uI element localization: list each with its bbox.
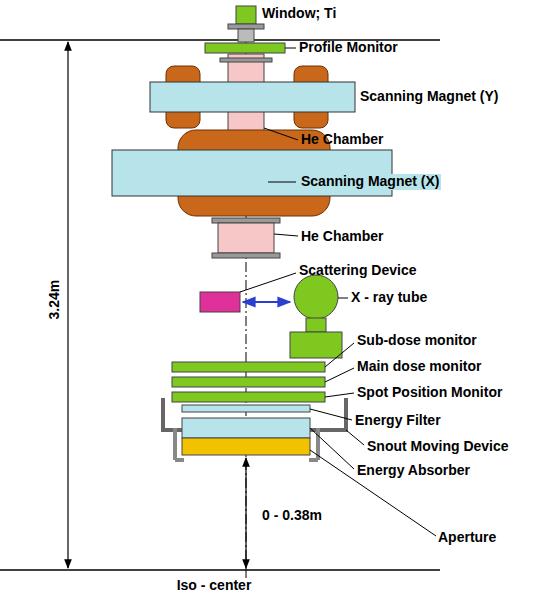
dimension-arrow [245,458,246,568]
leader-line [310,428,354,469]
flange [220,58,272,62]
leader-line [264,128,298,140]
x-ray-tube [294,275,338,319]
magnet-yoke [150,82,355,112]
leader-line [274,234,298,236]
spot-position-monitor [172,392,325,402]
leader-line [325,343,354,367]
leader-line [240,273,296,292]
leader-line [338,298,348,299]
leader-line [325,368,354,382]
part-label: Spot Position Monitor [357,385,502,400]
leader-line [346,430,364,445]
motion-arrow [243,301,290,303]
part-label: Energy Filter [355,413,441,428]
part-label: X - ray tube [351,290,427,305]
flange [212,253,280,258]
x-ray-tube-neck [306,318,326,332]
part-label: Snout Moving Device [367,439,509,454]
part-label: Energy Absorber [357,463,470,478]
part-label: He Chamber [301,229,383,244]
x-ray-tube-base [290,332,342,358]
reference-line [0,569,440,571]
leader-line [310,409,352,420]
leader-line [285,48,296,49]
flange [228,24,264,29]
sub-dose-monitor [172,362,325,372]
part-label: Scattering Device [299,263,417,278]
part-label: Main dose monitor [357,359,481,374]
dimension-arrow [67,42,68,568]
part-label: Sub-dose monitor [357,333,477,348]
part-label: He Chamber [301,132,383,147]
window [236,6,256,24]
dimension-label: 0 - 0.38m [260,508,324,523]
part-label: Scanning Magnet (Y) [360,89,498,104]
leader-line [325,393,354,397]
profile-monitor [205,43,285,53]
part-label: Scanning Magnet (X) [299,174,441,189]
part-label: Window; Ti [262,6,336,21]
energy-absorber [182,418,310,438]
dimension-label: 3.24m [47,277,62,323]
leader-line [268,182,296,183]
aperture [182,438,310,455]
part-label: Aperture [438,530,496,545]
main-dose-monitor [172,377,325,387]
scattering-device [200,292,240,312]
axis-label: Iso - center [177,578,252,593]
part-label: Profile Monitor [299,40,398,55]
he-chamber [218,223,274,253]
energy-filter [182,405,310,412]
pipe [238,29,254,42]
flange [212,218,280,223]
